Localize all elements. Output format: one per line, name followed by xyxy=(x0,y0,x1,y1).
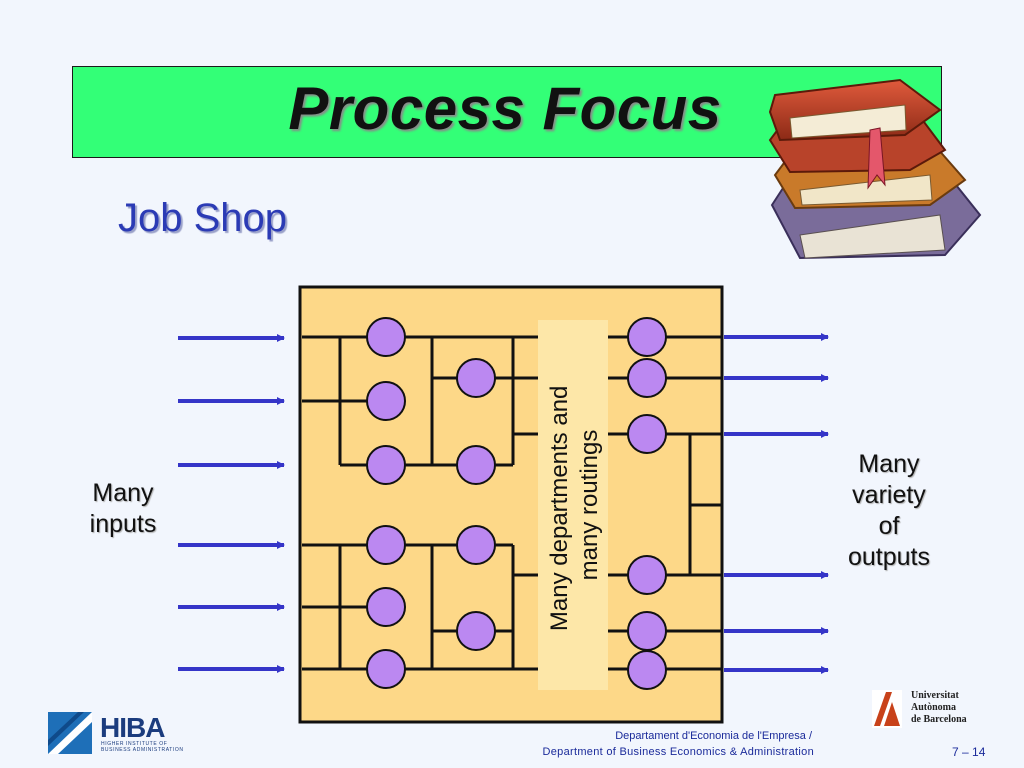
department-node xyxy=(366,381,406,421)
hiba-logo-subtitle: HIGHER INSTITUTE OF BUSINESS ADMINISTRAT… xyxy=(101,741,184,753)
stacked-books-icon xyxy=(768,78,982,260)
hiba-logo-mark xyxy=(48,712,92,754)
department-node xyxy=(627,650,667,690)
department-node xyxy=(366,317,406,357)
inputs-label-line: inputs xyxy=(89,510,157,538)
department-node xyxy=(456,358,496,398)
department-node xyxy=(366,525,406,565)
department-node xyxy=(456,611,496,651)
center-label-line-1: Many departments and xyxy=(546,386,573,631)
uab-logo-text: Universitat Autònoma de Barcelona xyxy=(911,690,967,726)
footer-department-catalan: Departament d'Economia de l'Empresa / xyxy=(615,730,812,742)
hiba-logo-text: HIBA xyxy=(100,712,165,743)
department-node xyxy=(366,587,406,627)
slide-subtitle: Job Shop xyxy=(118,196,288,240)
uab-logo-mark xyxy=(872,690,902,728)
department-node xyxy=(627,358,667,398)
slide-title: Process Focus xyxy=(288,75,722,142)
inputs-label-line: Many xyxy=(92,479,154,507)
inputs-label: Many inputs xyxy=(82,478,164,540)
outputs-label-line: Many xyxy=(858,450,920,478)
center-column xyxy=(538,320,608,690)
outputs-label-line: of xyxy=(878,512,900,540)
department-node xyxy=(366,445,406,485)
department-node xyxy=(627,555,667,595)
department-node xyxy=(456,445,496,485)
uab-logo-line: de Barcelona xyxy=(911,714,967,725)
input-arrows xyxy=(178,334,285,673)
uab-logo-line: Universitat xyxy=(911,690,959,701)
department-node xyxy=(627,611,667,651)
department-nodes xyxy=(366,317,667,690)
department-node xyxy=(627,414,667,454)
department-node xyxy=(366,649,406,689)
outputs-label-line: outputs xyxy=(847,543,930,571)
outputs-label-line: variety xyxy=(852,481,926,509)
center-label-line-2: many routings xyxy=(576,430,603,581)
department-node xyxy=(456,525,496,565)
outputs-label: Many variety of outputs xyxy=(836,449,942,573)
footer-department-english: Department of Business Economics & Admin… xyxy=(542,746,814,758)
uab-logo-line: Autònoma xyxy=(911,702,957,713)
output-arrows xyxy=(724,333,829,674)
department-node xyxy=(627,317,667,357)
center-label: Many departments and many routings xyxy=(546,379,603,631)
page-number: 7 – 14 xyxy=(952,745,986,759)
